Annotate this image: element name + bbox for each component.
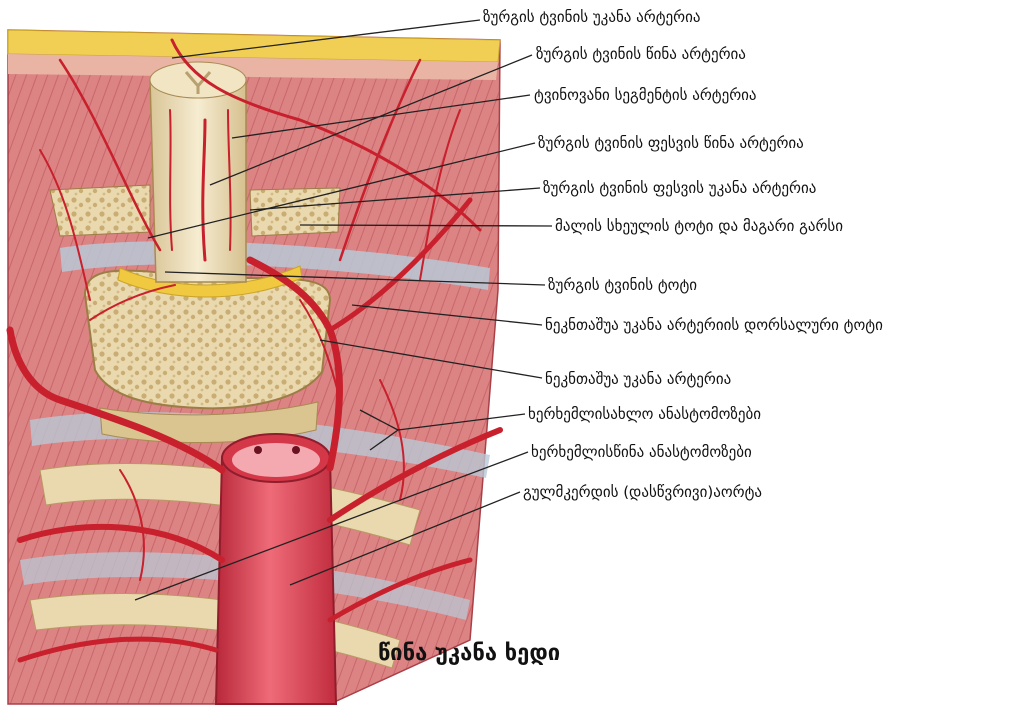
label-anterior-radicular-artery: ზურგის ტვინის ფესვის წინა არტერია (538, 134, 804, 152)
label-intercostal-dorsal-branch: ნეკნთაშუა უკანა არტერიის დორსალური ტოტი (545, 316, 883, 334)
aorta (216, 434, 336, 704)
label-anterior-spinal-artery: ზურგის ტვინის წინა არტერია (536, 45, 746, 63)
label-anterior-vertebral-anastomoses: ხერხემლისწინა ანასტომოზები (531, 443, 752, 461)
label-posterior-radicular-artery: ზურგის ტვინის ფესვის უკანა არტერია (543, 179, 816, 197)
view-caption: წინა უკანა ხედი (378, 641, 560, 666)
label-posterior-spinal-artery: ზურგის ტვინის უკანა არტერია (483, 8, 700, 26)
label-vertebral-body-branch-dura: მალის სხეულის ტოტი და მაგარი გარსი (555, 217, 843, 235)
label-thoracic-aorta: გულმკერდის (დასწვრივი)აორტა (523, 483, 762, 501)
label-prevertebral-anastomoses: ხერხემლისახლო ანასტომოზები (528, 405, 761, 423)
label-segmental-medullary-artery: ტვინოვანი სეგმენტის არტერია (534, 86, 757, 104)
label-spinal-branch: ზურგის ტვინის ტოტი (548, 276, 697, 294)
label-posterior-intercostal-artery: ნეკნთაშუა უკანა არტერია (545, 370, 731, 388)
